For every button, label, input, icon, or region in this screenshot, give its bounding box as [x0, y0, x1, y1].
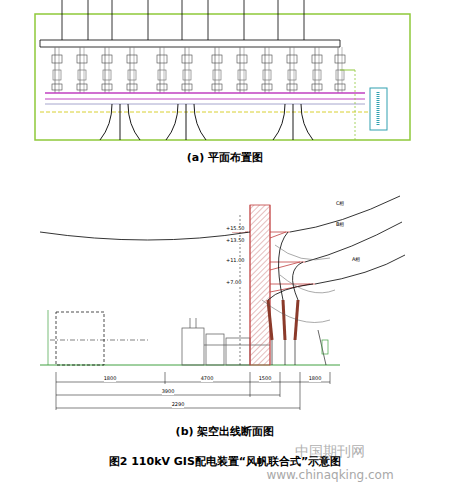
equipment-box — [128, 70, 136, 80]
equipment-box — [262, 55, 272, 63]
watermark: www.chinaqking.com — [266, 469, 393, 482]
equipment-box — [182, 84, 192, 90]
equipment-box — [78, 70, 86, 80]
stroke — [112, 0, 113, 40]
stroke — [244, 0, 245, 40]
stroke — [88, 0, 89, 40]
dimension-label: 4700 — [201, 376, 214, 382]
equipment-box — [52, 84, 62, 90]
equipment-box — [127, 84, 137, 90]
dimension-label: 3900 — [162, 389, 175, 395]
subfigure-title: (a) 平面布置图 — [187, 152, 263, 164]
stroke — [182, 0, 183, 40]
equipment-box — [335, 84, 345, 90]
equipment-box — [287, 55, 297, 63]
dimension-label: 1500 — [259, 376, 272, 382]
plan-view — [35, 0, 410, 140]
stroke — [208, 0, 209, 40]
equipment-box — [335, 55, 345, 63]
stroke — [304, 0, 305, 40]
stroke — [148, 0, 149, 40]
equipment-box — [52, 55, 62, 63]
stroke — [62, 0, 63, 40]
equipment-box — [102, 55, 112, 63]
subfigure-title: (b) 架空出线断面图 — [176, 426, 275, 438]
equipment-box — [102, 84, 112, 90]
equipment-box — [336, 70, 344, 80]
equipment-box — [313, 70, 321, 80]
dimension-label: +7.00 — [226, 280, 241, 286]
equipment-box — [263, 70, 271, 80]
dimension-label: 1800 — [104, 376, 117, 382]
equipment-box — [157, 84, 167, 90]
equipment-box — [288, 70, 296, 80]
equipment-box — [157, 55, 167, 63]
dimension-label: 1800 — [309, 376, 322, 382]
stroke — [278, 0, 279, 40]
dimension-label: +13.50 — [226, 238, 245, 244]
dimension-label: +11.00 — [226, 258, 245, 264]
equipment-box — [77, 55, 87, 63]
dimension-label: C相 — [336, 201, 345, 207]
equipment-box — [237, 55, 247, 63]
figure-caption: 图2 110kV GIS配电装置“风帆联合式”示意图 — [109, 456, 342, 468]
equipment-box — [182, 55, 192, 63]
dimension-label: 2290 — [172, 402, 185, 408]
equipment-box — [237, 84, 247, 90]
equipment-box — [312, 55, 322, 63]
equipment-box — [262, 84, 272, 90]
dimension-label: A相 — [352, 257, 360, 263]
dimension-label: +15.50 — [226, 226, 245, 232]
section-view — [40, 196, 405, 410]
equipment-box — [103, 70, 111, 80]
equipment-box — [127, 55, 137, 63]
equipment-box — [212, 84, 222, 90]
equipment-box — [158, 70, 166, 80]
equipment-box — [212, 55, 222, 63]
equipment-box — [312, 84, 322, 90]
equipment-box — [53, 70, 61, 80]
dimension-label: B相 — [336, 222, 344, 228]
equipment-box — [77, 84, 87, 90]
equipment-box — [287, 84, 297, 90]
equipment-box — [238, 70, 246, 80]
equipment-box — [183, 70, 191, 80]
equipment-box — [213, 70, 221, 80]
